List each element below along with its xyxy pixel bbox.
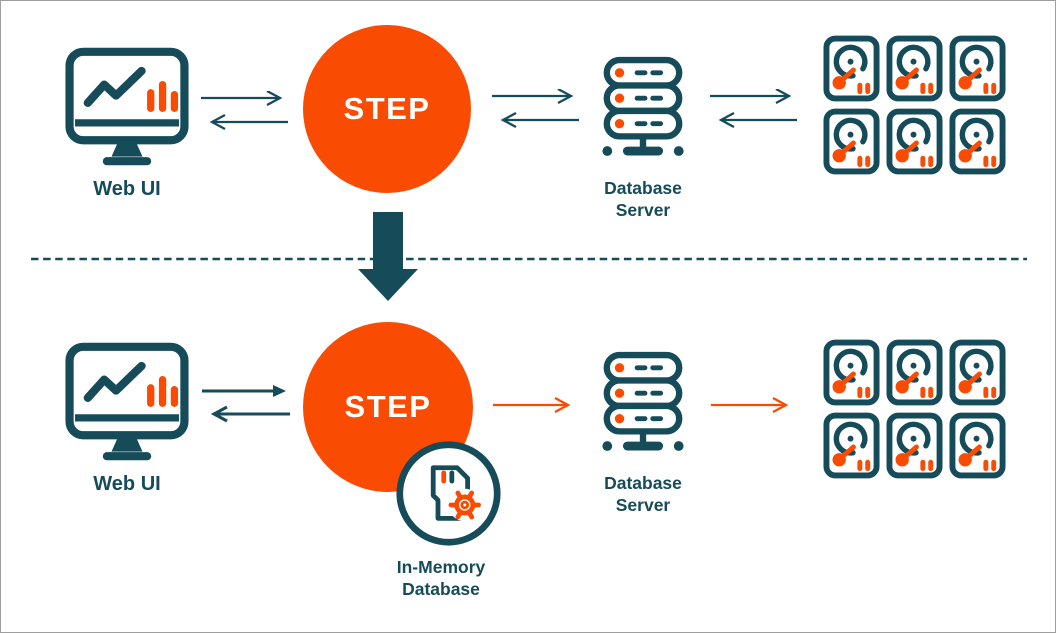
disk-array bbox=[823, 339, 1006, 479]
big-down-arrow-icon bbox=[358, 212, 418, 301]
database-server-label: Database Server bbox=[604, 178, 682, 220]
web-ui-monitor-icon bbox=[65, 47, 189, 166]
in-memory-database-label: In-Memory Database bbox=[396, 557, 486, 599]
hard-disk-icon bbox=[823, 339, 880, 406]
hard-disk-icon bbox=[949, 412, 1006, 479]
hard-disk-icon bbox=[823, 35, 880, 102]
arrow-right-icon bbox=[202, 385, 286, 397]
arrow-left-icon bbox=[718, 111, 797, 129]
arrow-right-icon bbox=[201, 91, 283, 107]
web-ui-step-arrows bbox=[201, 91, 288, 131]
web-ui-label: Web UI bbox=[93, 178, 161, 200]
step-label: STEP bbox=[344, 389, 432, 424]
database-server-icon bbox=[598, 351, 688, 455]
web-ui-label: Web UI bbox=[93, 473, 161, 495]
disk-array bbox=[823, 35, 1006, 175]
hard-disk-icon bbox=[886, 35, 943, 102]
hard-disk-icon bbox=[823, 108, 880, 175]
hard-disk-icon bbox=[949, 339, 1006, 406]
database-server-icon bbox=[598, 56, 688, 160]
step-database-arrows bbox=[492, 89, 579, 129]
web-ui-step-arrows bbox=[202, 385, 290, 423]
hard-disk-icon bbox=[949, 35, 1006, 102]
web-ui-monitor-icon bbox=[65, 342, 189, 461]
in-memory-database-badge-icon bbox=[395, 440, 502, 547]
database-storage-arrow bbox=[711, 397, 789, 413]
arrow-left-icon bbox=[500, 111, 579, 129]
arrow-right-icon bbox=[493, 397, 571, 413]
database-storage-arrows bbox=[710, 89, 797, 129]
step-database-arrow bbox=[493, 397, 571, 413]
arrow-left-icon bbox=[210, 405, 290, 423]
hard-disk-icon bbox=[886, 412, 943, 479]
step-label: STEP bbox=[343, 91, 431, 126]
hard-disk-icon bbox=[823, 412, 880, 479]
hard-disk-icon bbox=[886, 339, 943, 406]
hard-disk-icon bbox=[886, 108, 943, 175]
step-circle: STEP bbox=[303, 25, 471, 193]
hard-disk-icon bbox=[949, 108, 1006, 175]
arrow-right-icon bbox=[492, 89, 574, 105]
arrow-left-icon bbox=[209, 113, 288, 131]
database-server-label: Database Server bbox=[604, 473, 682, 515]
arrow-right-icon bbox=[711, 397, 789, 413]
arrow-right-icon bbox=[710, 89, 792, 105]
dashed-divider bbox=[31, 257, 1027, 261]
